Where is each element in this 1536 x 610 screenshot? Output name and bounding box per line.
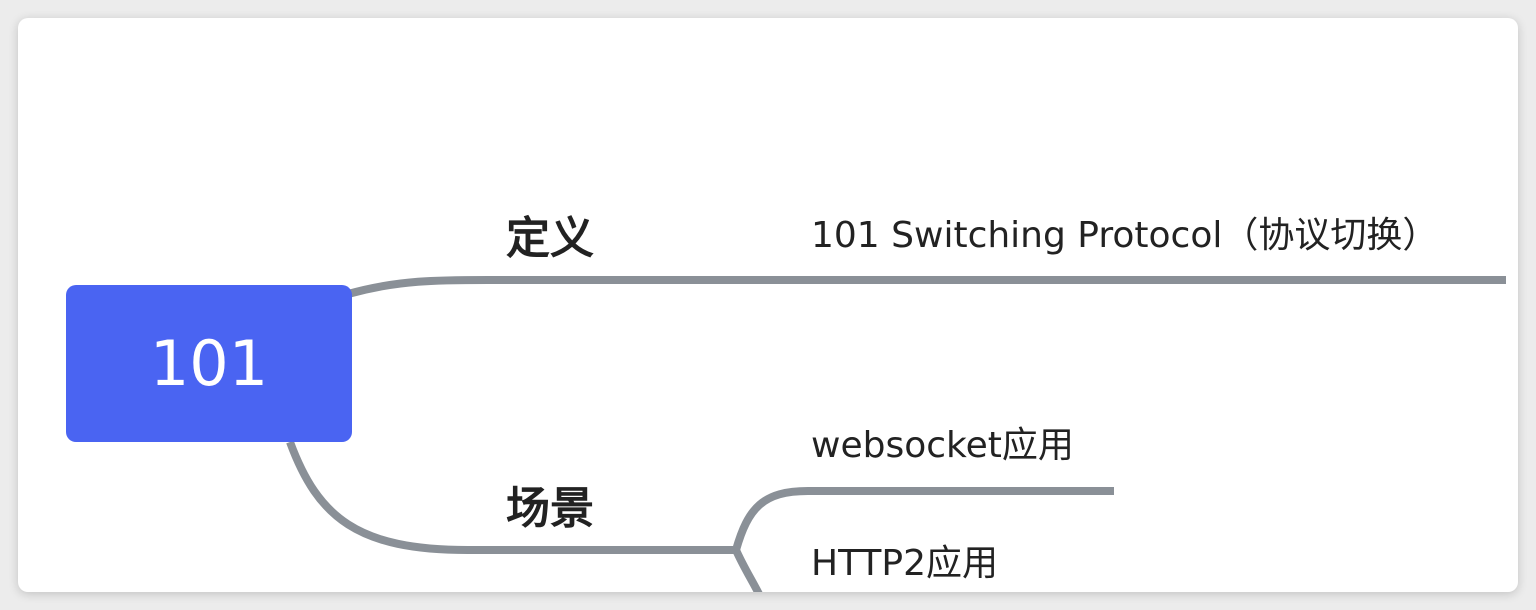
leaf-node-websocket[interactable]: websocket应用 <box>811 425 1074 466</box>
root-node[interactable]: 101 <box>66 285 352 442</box>
leaf-node-switching-protocol[interactable]: 101 Switching Protocol（协议切换） <box>811 215 1439 256</box>
edge-root-to-scenarios <box>286 440 736 554</box>
leaf-node-http2[interactable]: HTTP2应用 <box>811 543 999 584</box>
edge-root-to-definition <box>346 276 1506 298</box>
mindmap-canvas: 101 定义 101 Switching Protocol（协议切换） 场景 w… <box>18 18 1518 592</box>
branch-node-definition[interactable]: 定义 <box>506 213 594 264</box>
branch-node-scenarios[interactable]: 场景 <box>506 483 594 534</box>
edge-scenarios-to-websocket <box>732 487 1114 552</box>
edge-scenarios-to-http2 <box>732 548 763 592</box>
mindmap-edges <box>286 276 1506 592</box>
root-node-label: 101 <box>149 327 269 400</box>
